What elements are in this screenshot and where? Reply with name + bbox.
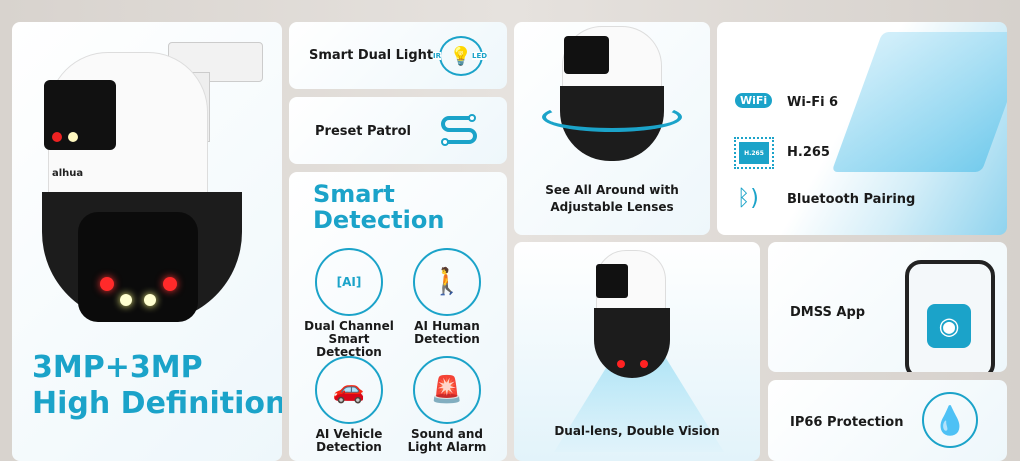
ip66-card: IP66 Protection 💧 — [768, 380, 1007, 461]
wifi-label: Wi-Fi 6 — [787, 95, 839, 110]
wifi-icon: WiFi — [735, 93, 773, 108]
smart-detection-title2: Detection — [313, 206, 445, 234]
chip-icon: H.265 — [734, 137, 774, 169]
phone-image: ◉ — [905, 260, 995, 372]
ir-text: IR — [433, 52, 441, 60]
dmss-card: DMSS App ◉ — [768, 242, 1007, 372]
hero-title-line1: 3MP+3MP — [32, 350, 203, 385]
smart-dual-light-card: Smart Dual Light 💡 IR LED — [289, 22, 507, 89]
preset-patrol-label: Preset Patrol — [315, 124, 412, 139]
hero-card: alhua 3MP+3MP High Definition — [12, 22, 282, 461]
patrol-path-icon — [441, 114, 477, 146]
camera-image: alhua — [42, 32, 268, 332]
dual-lens-card: Dual-lens, Double Vision — [514, 242, 760, 461]
dual-lens-label: Dual-lens, Double Vision — [554, 424, 720, 438]
bluetooth-label: Bluetooth Pairing — [787, 192, 916, 207]
smart-detection-title1: Smart — [313, 180, 395, 208]
water-drop-icon: 💧 — [922, 392, 978, 448]
hero-title-line2: High Definition — [32, 386, 282, 421]
codec-label: H.265 — [787, 145, 830, 160]
human-icon: 🚶 — [413, 248, 481, 316]
smart-dual-light-label: Smart Dual Light — [309, 48, 434, 63]
rotating-camera-image — [542, 26, 682, 166]
connectivity-card: WiFi Wi-Fi 6 H.265 H.265 ᛒ) Bluetooth Pa… — [717, 22, 1007, 235]
bluetooth-icon: ᛒ) — [737, 186, 759, 211]
ip66-label: IP66 Protection — [790, 415, 904, 430]
dual-channel-ai-icon: [AI] — [315, 248, 383, 316]
chip-graphic — [831, 32, 1007, 172]
dual-lens-camera-image — [592, 250, 682, 380]
dmss-app-icon: ◉ — [927, 304, 971, 348]
preset-patrol-card: Preset Patrol — [289, 97, 507, 164]
led-text: LED — [472, 52, 488, 60]
dmss-label: DMSS App — [790, 305, 866, 320]
brand-logo: alhua — [52, 168, 84, 179]
alarm-light-icon: 🚨 — [413, 356, 481, 424]
car-icon: 🚗 — [315, 356, 383, 424]
